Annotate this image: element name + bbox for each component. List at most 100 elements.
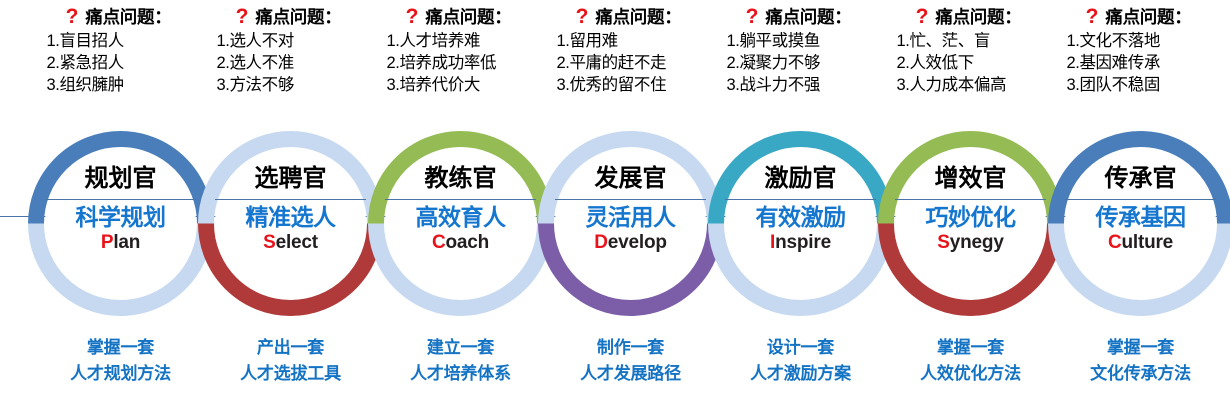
pain-point-title: 痛点问题： [595, 7, 682, 27]
role-english-initial: D [594, 232, 608, 254]
question-mark-icon: ? [65, 5, 79, 28]
pain-point-header: ?痛点问题： [711, 4, 887, 29]
pain-point-header: ? 痛点问题： [371, 4, 547, 29]
circle-rule [45, 198, 196, 200]
pain-point-item: 3.优秀的留不住 [556, 75, 667, 94]
pain-point-item: 3.培养代价大 [386, 75, 481, 94]
role-english-rest: lan [113, 232, 141, 254]
circle-rule [385, 198, 536, 200]
pain-point-header: ?痛点问题： [201, 4, 377, 29]
circle-arc-top [708, 131, 893, 224]
circle-arc-top [538, 131, 723, 224]
pain-point-title: 痛点问题： [425, 7, 512, 27]
role-english-initial: P [100, 232, 114, 254]
role-english-rest: evelop [607, 232, 667, 254]
role-english-initial: C [431, 232, 446, 254]
pain-point-item: 1.选人不对 [216, 32, 295, 50]
pain-point-item: 2.人效低下 [896, 53, 975, 72]
role-subtitle: 高效育人 [415, 203, 507, 230]
outcome-line-2: 人才选拔工具 [240, 364, 341, 384]
outcome-line-1: 建立一套 [426, 338, 495, 357]
circle-arc-top [368, 131, 553, 224]
outcome-block: 掌握一套人才规划方法 [33, 335, 209, 388]
outcome-line-2: 人才规划方法 [70, 364, 171, 384]
outcome-line-2: 人效优化方法 [920, 364, 1021, 384]
pain-point-item: 2.紧急招人 [46, 53, 125, 72]
role-subtitle: 科学规划 [75, 203, 167, 230]
pain-point-item: 2.凝聚力不够 [726, 53, 821, 72]
circle-arc-bottom [368, 223, 553, 316]
circle-arc-top [1048, 131, 1230, 224]
role-title: 增效官 [934, 165, 1007, 192]
circle-ring [878, 131, 1063, 316]
pain-point-title: 痛点问题： [255, 7, 342, 27]
pain-point-title: 痛点问题： [85, 7, 172, 27]
outcome-line-1: 产出一套 [256, 338, 325, 357]
circle-ring [1048, 131, 1230, 316]
role-subtitle: 传承基因 [1095, 203, 1187, 230]
outcome-block: 设计一套人才激励方案 [713, 335, 889, 388]
outcome-block: 产出一套人才选拔工具 [203, 335, 379, 388]
circle-rule [215, 198, 366, 200]
circle-arc-bottom [28, 223, 213, 316]
pain-point-item: 3.战斗力不强 [726, 75, 821, 94]
role-english-rest: nspire [775, 232, 831, 254]
outcome-line-1: 掌握一套 [1106, 338, 1175, 357]
role-subtitle: 精准选人 [245, 203, 337, 230]
outcome-block: 掌握一套人效优化方法 [883, 335, 1059, 388]
pain-point-header: ? 痛点问题： [31, 4, 207, 29]
circle-arc-top [878, 131, 1063, 224]
role-title: 传承官 [1104, 165, 1177, 192]
circle-arc-bottom [538, 223, 723, 316]
pain-point-item: 3.人力成本偏高 [896, 75, 1007, 94]
role-english-rest: ulture [1121, 232, 1174, 254]
pain-point-item: 1.盲目招人 [46, 32, 125, 50]
role-english-rest: ynegy [949, 232, 1004, 254]
pain-point-list: 1.躺平或摸鱼 2.凝聚力不够 3.战斗力不强 [711, 31, 887, 97]
question-mark-icon: ? [1085, 5, 1099, 28]
role-english-initial: S [937, 232, 950, 254]
circle-arc-bottom [878, 223, 1063, 316]
role-english-rest: oach [445, 232, 490, 254]
outcome-block: 制作一套人才发展路径 [543, 335, 719, 388]
outcomes-row: 掌握一套人才规划方法产出一套人才选拔工具建立一套人才培养体系制作一套人才发展路径… [0, 335, 1230, 411]
pain-point-header: ? 痛点问题： [541, 4, 717, 29]
pain-point-item: 1.文化不落地 [1066, 32, 1161, 50]
pain-point-block: ?痛点问题： 1.选人不对 2.选人不准 3.方法不够 [201, 4, 377, 97]
role-title: 激励官 [764, 165, 837, 192]
pain-point-item: 2.选人不准 [216, 53, 295, 72]
outcome-line-1: 制作一套 [596, 338, 665, 357]
circle-rule [725, 198, 876, 200]
role-title: 发展官 [594, 165, 667, 192]
question-mark-icon: ? [575, 5, 589, 28]
pain-point-item: 1.躺平或摸鱼 [726, 32, 821, 50]
role-english-rest: elect [275, 232, 319, 254]
role-subtitle: 有效激励 [755, 203, 847, 230]
pain-point-block: ?痛点问题： 1.躺平或摸鱼 2.凝聚力不够 3.战斗力不强 [711, 4, 887, 97]
circle-rule [895, 198, 1046, 200]
question-mark-icon: ? [405, 5, 419, 28]
pain-point-item: 3.方法不够 [216, 75, 295, 94]
role-subtitle: 巧妙优化 [925, 203, 1017, 230]
circle-arc-top [198, 131, 383, 224]
circle-rule [555, 198, 706, 200]
